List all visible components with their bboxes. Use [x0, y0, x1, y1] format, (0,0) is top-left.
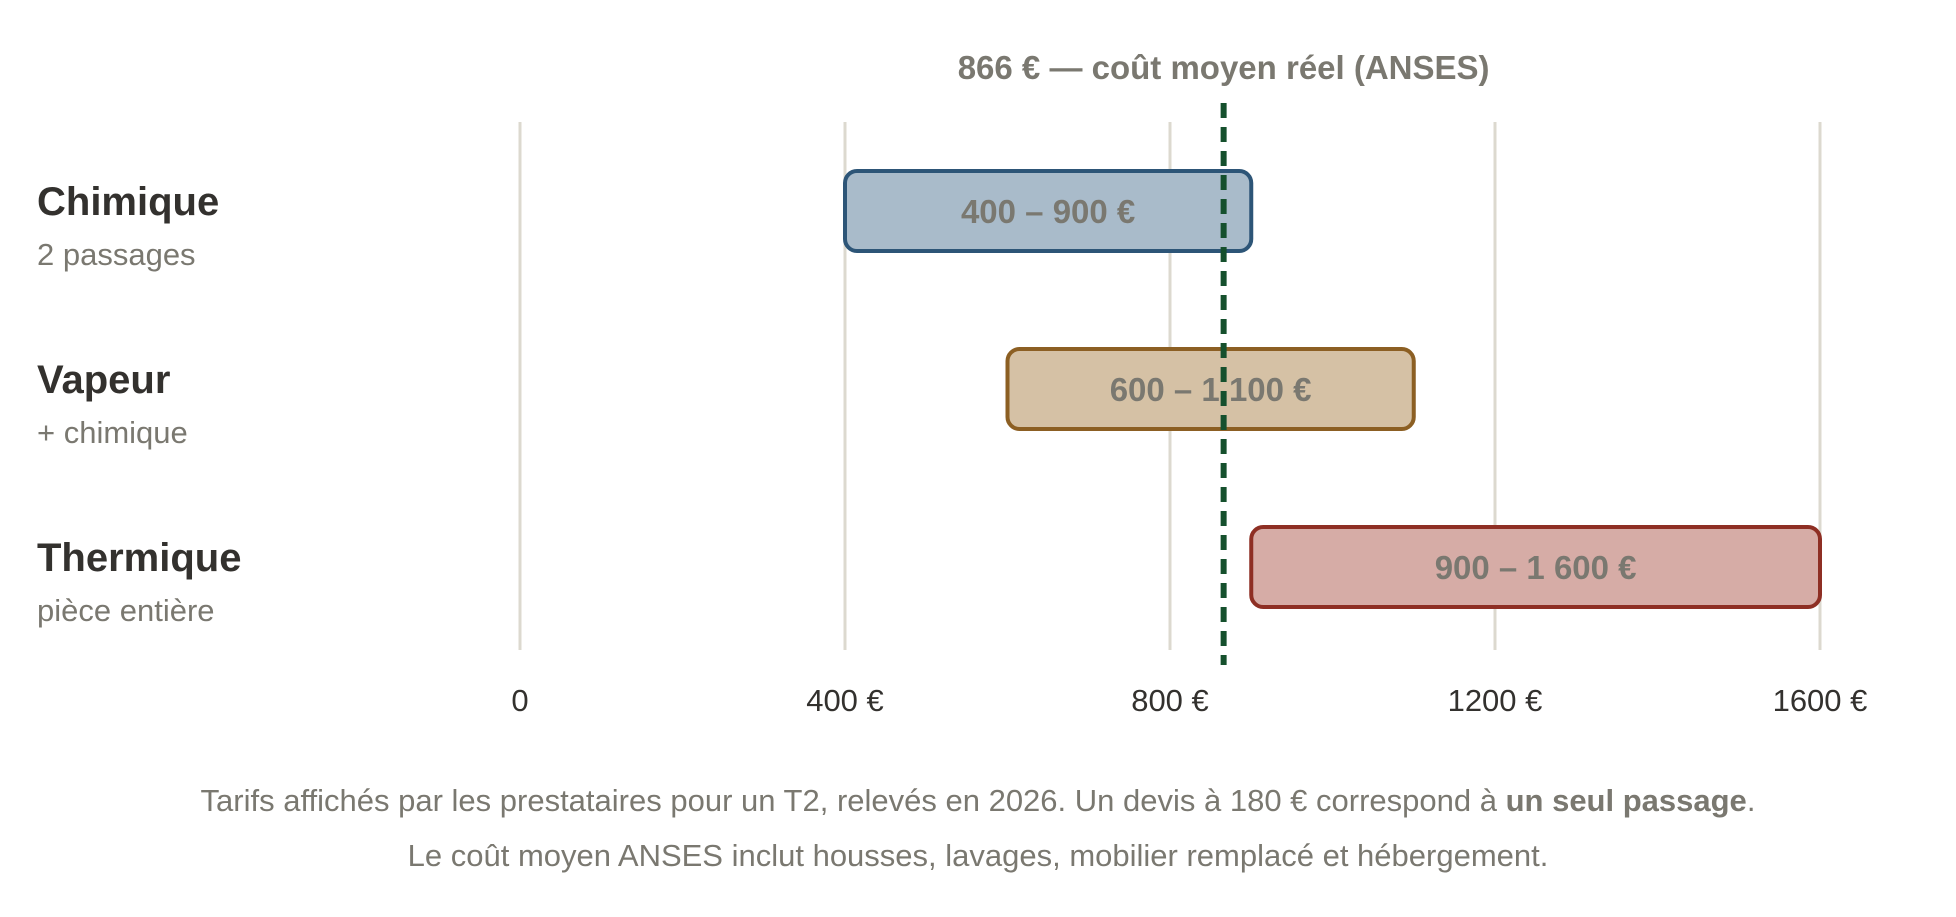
category-subtitle: 2 passages: [37, 237, 196, 272]
caption-line-1-suffix: .: [1746, 783, 1756, 818]
caption-line-1: Tarifs affichés par les prestataires pou…: [0, 783, 1956, 819]
x-tick-label: 0: [511, 683, 528, 718]
reference-line-label: 866 € — coût moyen réel (ANSES): [958, 49, 1490, 86]
bar-value-label: 600 – 1 100 €: [1110, 371, 1312, 408]
category-subtitle: pièce entière: [37, 593, 215, 628]
range-bar: [1005, 347, 1416, 431]
x-tick-label: 1200 €: [1448, 683, 1543, 718]
bars: 400 – 900 € 600 – 1 100 € 900 – 1 600 €: [843, 169, 1822, 609]
range-bar: [843, 169, 1254, 253]
range-bar: [1249, 525, 1822, 609]
x-tick-label: 800 €: [1131, 683, 1209, 718]
bar-value-label: 900 – 1 600 €: [1435, 549, 1637, 586]
caption-line-2: Le coût moyen ANSES inclut housses, lava…: [407, 838, 1549, 873]
x-tick-label: 1600 €: [1773, 683, 1868, 718]
x-tick-label: 400 €: [806, 683, 884, 718]
caption-line-1-bold: un seul passage: [1505, 783, 1747, 818]
x-axis-ticks: 0 400 € 800 € 1200 € 1600 €: [511, 683, 1867, 718]
reference-line-group: 866 € — coût moyen réel (ANSES): [958, 49, 1490, 665]
category-subtitle: + chimique: [37, 415, 188, 450]
category-name: Thermique: [37, 536, 241, 580]
caption-line-1-prefix: Tarifs affichés par les prestataires pou…: [200, 783, 1506, 818]
category-name: Vapeur: [37, 358, 170, 402]
bar-value-label: 400 – 900 €: [961, 193, 1135, 230]
category-name: Chimique: [37, 180, 219, 224]
